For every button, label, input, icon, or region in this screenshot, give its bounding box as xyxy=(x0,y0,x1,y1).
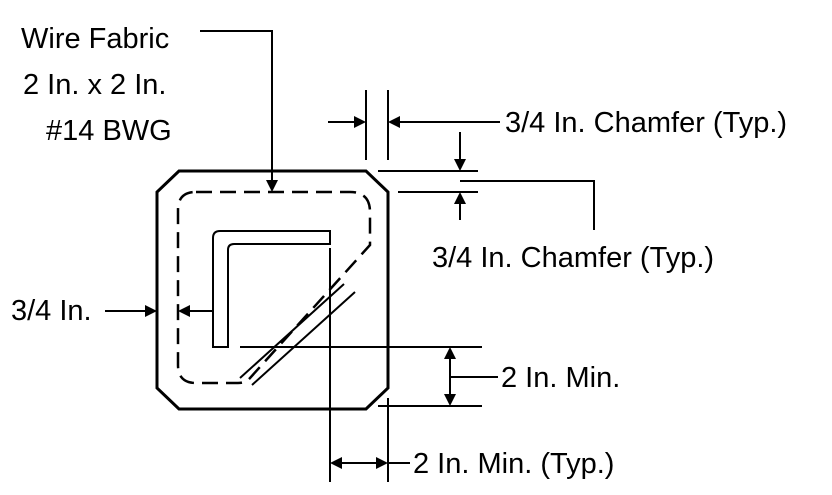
edge-min-typ-arrow-right xyxy=(376,457,388,469)
chamfer-top-arrow-left xyxy=(354,116,366,128)
wire-fabric-dashed-line xyxy=(176,190,372,385)
steel-angle-section xyxy=(212,230,331,348)
edge-min-typ-label: 2 In. Min. (Typ.) xyxy=(413,448,614,480)
edge-min-label: 2 In. Min. xyxy=(501,362,620,394)
cover-arrow-right xyxy=(178,305,190,317)
break-line-1 xyxy=(239,283,345,379)
edge-min-arrow-bottom xyxy=(444,394,456,406)
chamfer-side-label: 3/4 In. Chamfer (Typ.) xyxy=(432,242,714,274)
edge-min-arrow-top xyxy=(444,347,456,359)
chamfer-side-leader-line xyxy=(460,180,595,230)
chamfer-top-arrow-right xyxy=(388,116,400,128)
chamfer-side-arrow-top xyxy=(454,159,466,171)
wire-fabric-label-line2: 2 In. x 2 In. xyxy=(23,69,166,101)
wire-fabric-label-line3: #14 BWG xyxy=(46,115,172,147)
chamfer-top-label: 3/4 In. Chamfer (Typ.) xyxy=(505,107,787,139)
cover-arrow-left xyxy=(145,305,157,317)
break-line-2 xyxy=(251,291,356,386)
wire-fabric-label-line1: Wire Fabric xyxy=(21,23,169,55)
chamfer-side-arrow-bottom xyxy=(454,192,466,204)
wire-fabric-leader-arrow xyxy=(266,180,278,192)
cover-label: 3/4 In. xyxy=(11,295,92,327)
wire-fabric-leader-line xyxy=(200,30,273,180)
edge-min-typ-arrow-left xyxy=(330,457,342,469)
concrete-encasement-outline xyxy=(155,169,390,411)
